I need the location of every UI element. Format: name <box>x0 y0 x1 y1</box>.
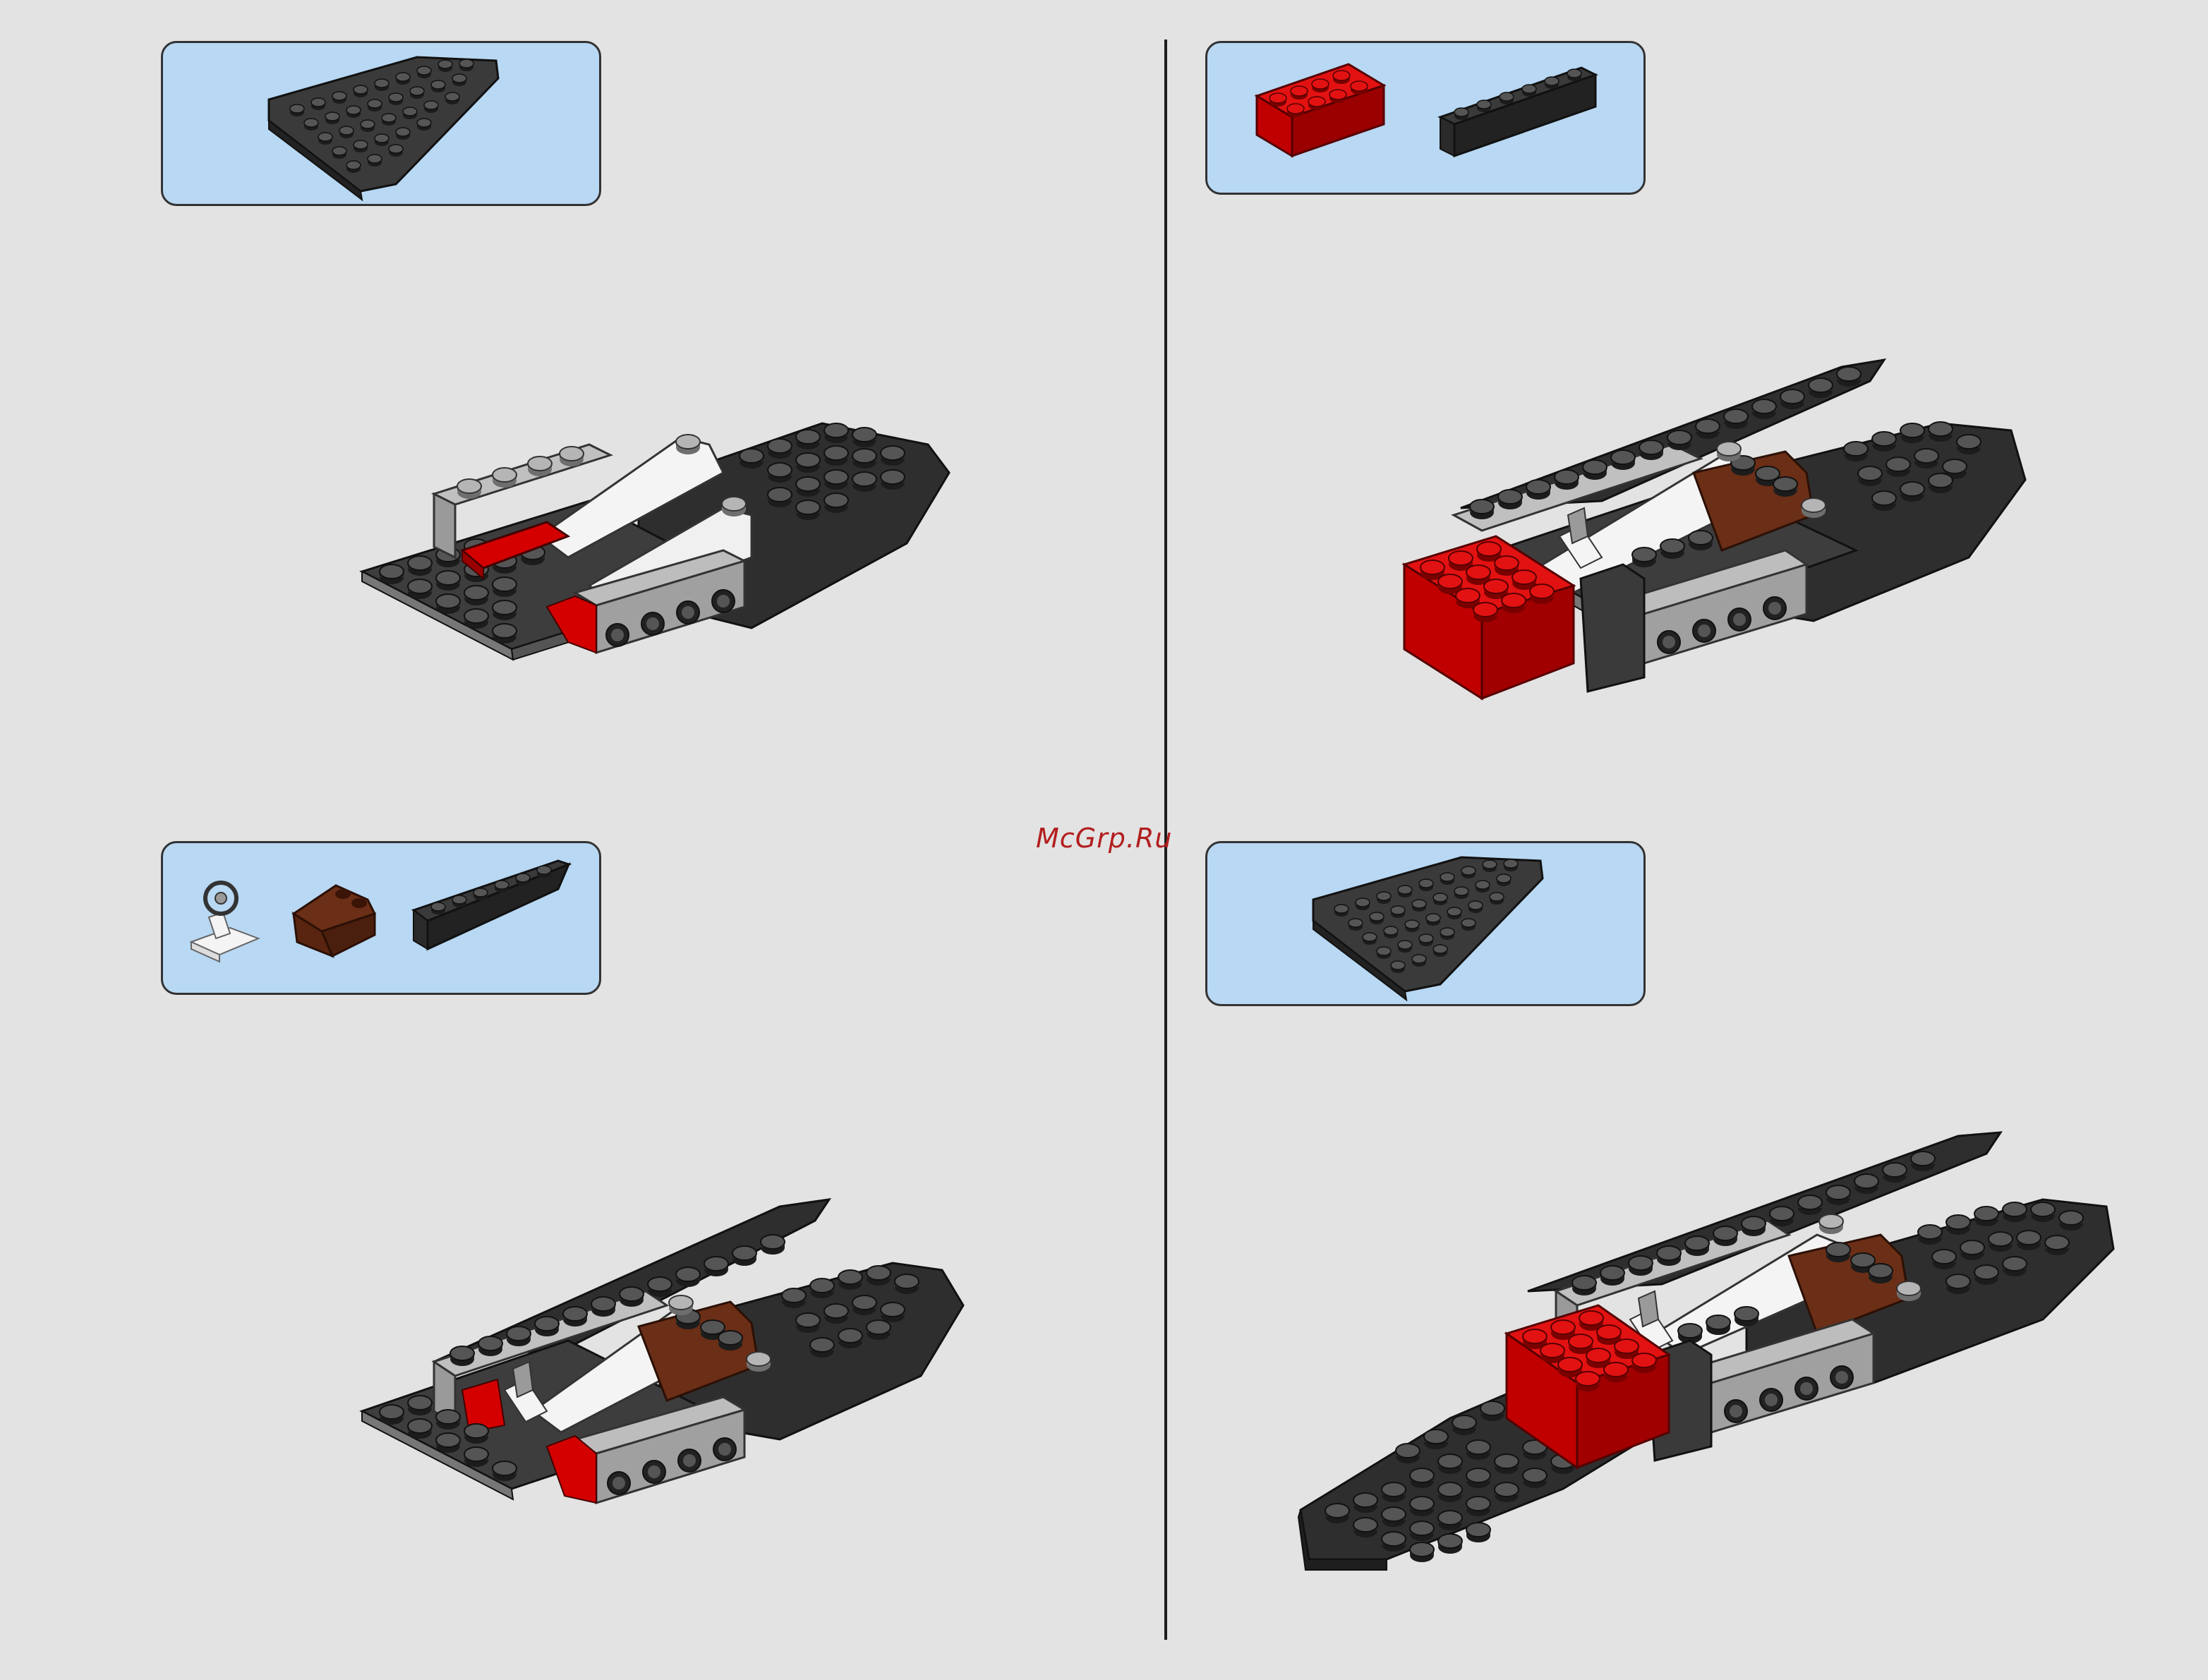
white-steering-wheel-part <box>191 883 258 962</box>
base-with-red-and-white-slopes <box>356 416 963 734</box>
step-2-model <box>1390 346 2039 741</box>
parts-red-brick-and-dark-gray-brick <box>1207 43 1643 193</box>
watermark-text: McGrp.Ru <box>1036 823 1172 854</box>
parts-callout-step-4 <box>1205 841 1646 1006</box>
dark-gray-brick-1x6-part <box>1440 68 1595 156</box>
dark-gray-wedge-plate-part-2 <box>1207 843 1643 1004</box>
parts-callout-step-3 <box>161 841 601 995</box>
completed-hull-assembly <box>1295 1122 2128 1573</box>
parts-steering-slope-curved <box>163 843 599 993</box>
red-brick-2x4-part <box>1257 64 1384 156</box>
base-with-red-brick-added <box>1390 346 2039 741</box>
dark-gray-wedge-plate-part <box>163 43 599 204</box>
parts-callout-step-1 <box>161 41 601 206</box>
step-1-model <box>356 416 963 734</box>
brown-slope-part <box>294 886 375 956</box>
dark-gray-curved-slope-part <box>414 861 569 949</box>
step-3-model <box>356 1185 977 1566</box>
parts-callout-step-2 <box>1205 41 1646 195</box>
base-with-cockpit-added <box>356 1185 977 1566</box>
step-4-model <box>1295 1122 2128 1573</box>
